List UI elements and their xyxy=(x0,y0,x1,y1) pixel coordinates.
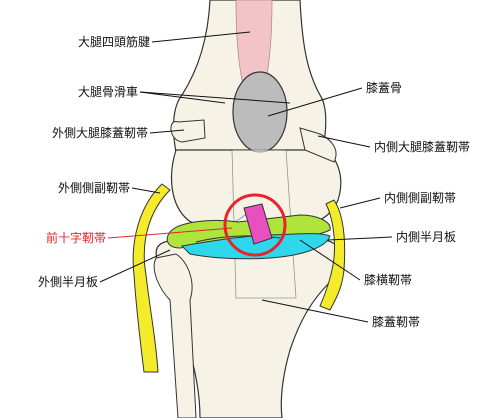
label-patellar-ligament: 膝蓋靭帯 xyxy=(372,315,420,329)
label-quadriceps-tendon: 大腿四頭筋腱 xyxy=(78,34,150,49)
label-lateral-femoropatellar-ligament: 外側大腿膝蓋靭帯 xyxy=(52,126,148,140)
medial-meniscus xyxy=(180,233,331,260)
label-transverse-ligament: 膝横靭帯 xyxy=(364,273,412,287)
medial-femoropatellar-ligament xyxy=(299,127,337,163)
patella-bone xyxy=(232,71,288,153)
label-medial-femoropatellar-ligament: 内側大腿膝蓋靭帯 xyxy=(374,140,470,154)
leader-patella xyxy=(267,87,363,117)
leader-lateral-collateral xyxy=(131,187,161,194)
label-femoral-trochlea: 大腿骨滑車 xyxy=(78,85,138,99)
label-lateral-meniscus: 外側半月板 xyxy=(38,275,98,289)
leader-medial-femoropatellar xyxy=(317,135,371,148)
label-medial-meniscus: 内側半月板 xyxy=(396,230,456,244)
cranial-cruciate-ligament xyxy=(243,203,273,245)
cruciate-highlight-circle xyxy=(223,193,287,257)
leader-femoral-trochlea-b xyxy=(139,91,291,104)
leader-femoral-trochlea-a xyxy=(139,91,226,104)
leader-cranial-cruciate xyxy=(107,227,233,239)
leader-medial-meniscus xyxy=(327,236,393,241)
leader-lateral-femoropatellar xyxy=(149,129,185,134)
leader-lateral-meniscus xyxy=(99,249,171,283)
leader-transverse-ligament xyxy=(299,239,361,281)
label-cranial-cruciate-ligament: 前十字靭帯 xyxy=(46,230,106,245)
fibula xyxy=(153,253,197,418)
label-medial-collateral-ligament: 内側側副靭帯 xyxy=(384,191,456,205)
leader-quadriceps-tendon xyxy=(151,31,251,43)
leader-patellar-ligament xyxy=(261,299,369,323)
quadriceps-tendon xyxy=(235,0,273,81)
leader-medial-collateral xyxy=(339,197,381,209)
label-patella: 膝蓋骨 xyxy=(366,81,402,95)
lateral-collateral-ligament xyxy=(132,183,171,373)
lateral-femoropatellar-ligament xyxy=(170,119,206,143)
medial-collateral-ligament xyxy=(319,199,346,311)
label-lateral-collateral-ligament: 外側側副靭帯 xyxy=(58,181,130,195)
